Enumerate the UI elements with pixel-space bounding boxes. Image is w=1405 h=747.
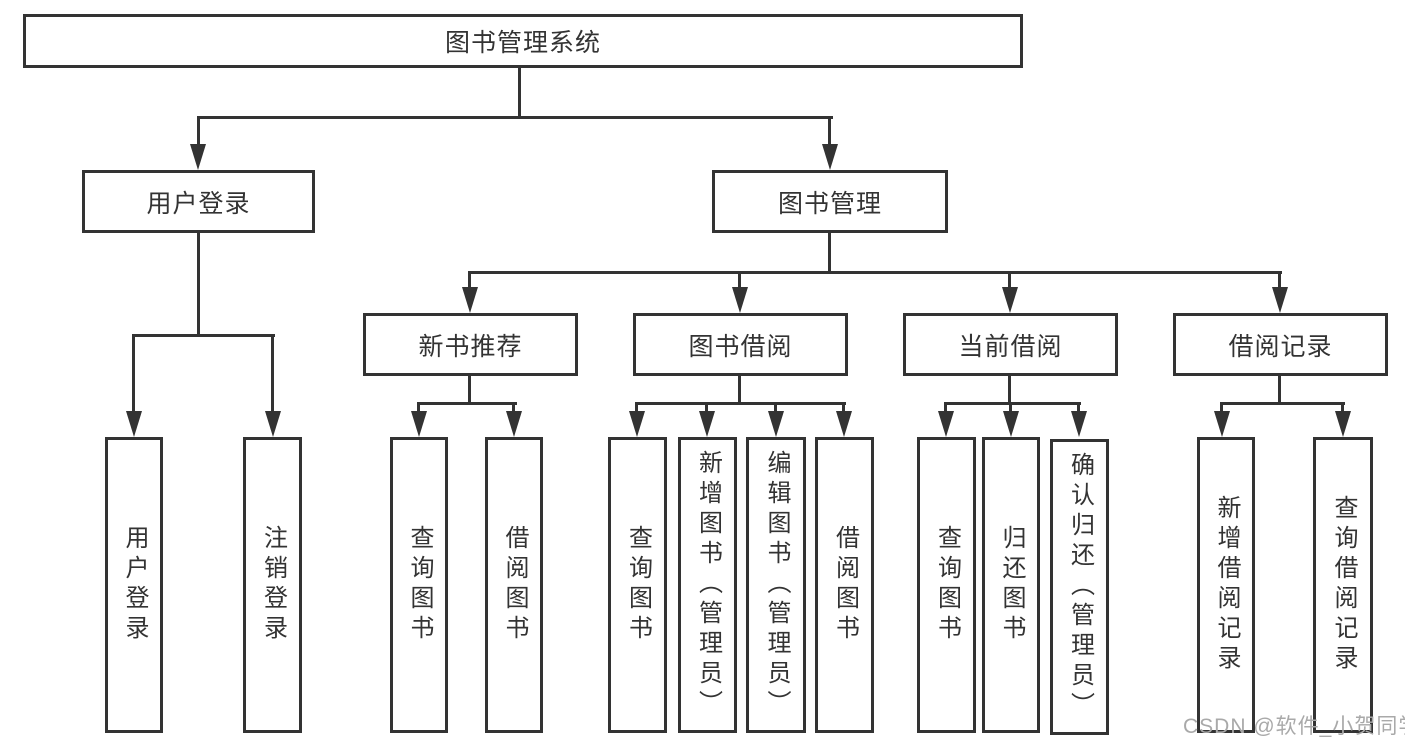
- node-borrow-borrow-books: 借阅图书: [815, 437, 874, 733]
- node-login-logout: 注销登录: [243, 437, 302, 733]
- connector-current-drop-3: [1077, 402, 1080, 414]
- node-root: 图书管理系统: [23, 14, 1023, 68]
- connector-current-drop-2: [1009, 402, 1012, 414]
- connector-login-drop-2: [271, 334, 274, 414]
- node-records-query-record: 查询借阅记录: [1313, 437, 1373, 733]
- arrowhead-login-leaf-1: [126, 411, 142, 437]
- connector-records-drop-1: [1220, 402, 1223, 414]
- connector-login-drop-1: [132, 334, 135, 414]
- arrowhead-borrow-leaf-2: [699, 411, 715, 437]
- node-borrow-records: 借阅记录: [1173, 313, 1388, 376]
- arrowhead-user-login: [190, 144, 206, 170]
- connector-current-bar: [944, 402, 1081, 405]
- connector-login-stem: [197, 231, 200, 337]
- arrowhead-book-borrow: [732, 287, 748, 313]
- node-rec-borrow-books: 借阅图书: [485, 437, 543, 733]
- connector-records-drop-2: [1341, 402, 1344, 414]
- arrowhead-rec-leaf-2: [506, 411, 522, 437]
- connector-root-drop-right: [828, 116, 831, 148]
- node-login-user: 用户登录: [105, 437, 163, 733]
- connector-mgmt-drop-2: [738, 271, 741, 291]
- connector-mgmt-drop-4: [1278, 271, 1281, 291]
- arrowhead-current-leaf-1: [938, 411, 954, 437]
- connector-borrow-stem: [738, 374, 741, 405]
- arrowhead-borrow-records: [1272, 287, 1288, 313]
- connector-rec-stem: [468, 374, 471, 405]
- node-new-book-recommend: 新书推荐: [363, 313, 578, 376]
- node-current-return-books: 归还图书: [982, 437, 1040, 733]
- connector-login-bar: [132, 334, 275, 337]
- arrowhead-borrow-leaf-1: [629, 411, 645, 437]
- connector-root-drop-left: [197, 116, 200, 148]
- arrowhead-records-leaf-1: [1214, 411, 1230, 437]
- connector-root-bar: [197, 116, 833, 119]
- arrowhead-new-book-recommend: [462, 287, 478, 313]
- arrowhead-current-borrow: [1002, 287, 1018, 313]
- node-current-confirm-return-admin: 确认归还（管理员）: [1050, 439, 1109, 735]
- connector-mgmt-drop-1: [468, 271, 471, 291]
- arrowhead-current-leaf-2: [1003, 411, 1019, 437]
- node-borrow-query-books: 查询图书: [608, 437, 667, 733]
- node-borrow-add-books-admin: 新增图书（管理员）: [678, 437, 737, 733]
- node-rec-query-books: 查询图书: [390, 437, 448, 733]
- node-current-query-books: 查询图书: [917, 437, 976, 733]
- node-book-management: 图书管理: [712, 170, 948, 233]
- arrowhead-records-leaf-2: [1335, 411, 1351, 437]
- node-user-login: 用户登录: [82, 170, 315, 233]
- csdn-watermark: CSDN @软件_小贺同学: [1183, 715, 1405, 738]
- connector-root-stem: [518, 66, 521, 119]
- connector-current-drop-1: [944, 402, 947, 414]
- connector-borrow-bar: [635, 402, 846, 405]
- arrowhead-book-management: [822, 144, 838, 170]
- arrowhead-borrow-leaf-4: [836, 411, 852, 437]
- connector-records-bar: [1220, 402, 1345, 405]
- arrowhead-login-leaf-2: [265, 411, 281, 437]
- node-borrow-edit-books-admin: 编辑图书（管理员）: [746, 437, 806, 733]
- connector-mgmt-bar: [468, 271, 1282, 274]
- node-current-borrow: 当前借阅: [903, 313, 1118, 376]
- node-records-add-record: 新增借阅记录: [1197, 437, 1255, 733]
- arrowhead-rec-leaf-1: [411, 411, 427, 437]
- connector-borrow-drop-2: [705, 402, 708, 414]
- connector-rec-bar: [417, 402, 517, 405]
- connector-records-stem: [1278, 374, 1281, 405]
- connector-rec-drop-1: [417, 402, 420, 414]
- connector-rec-drop-2: [512, 402, 515, 414]
- arrowhead-borrow-leaf-3: [768, 411, 784, 437]
- connector-borrow-drop-1: [635, 402, 638, 414]
- arrowhead-current-leaf-3: [1071, 411, 1087, 437]
- connector-borrow-drop-4: [842, 402, 845, 414]
- connector-mgmt-stem: [828, 231, 831, 273]
- connector-current-stem: [1008, 374, 1011, 405]
- node-book-borrow: 图书借阅: [633, 313, 848, 376]
- connector-mgmt-drop-3: [1008, 271, 1011, 291]
- connector-borrow-drop-3: [774, 402, 777, 414]
